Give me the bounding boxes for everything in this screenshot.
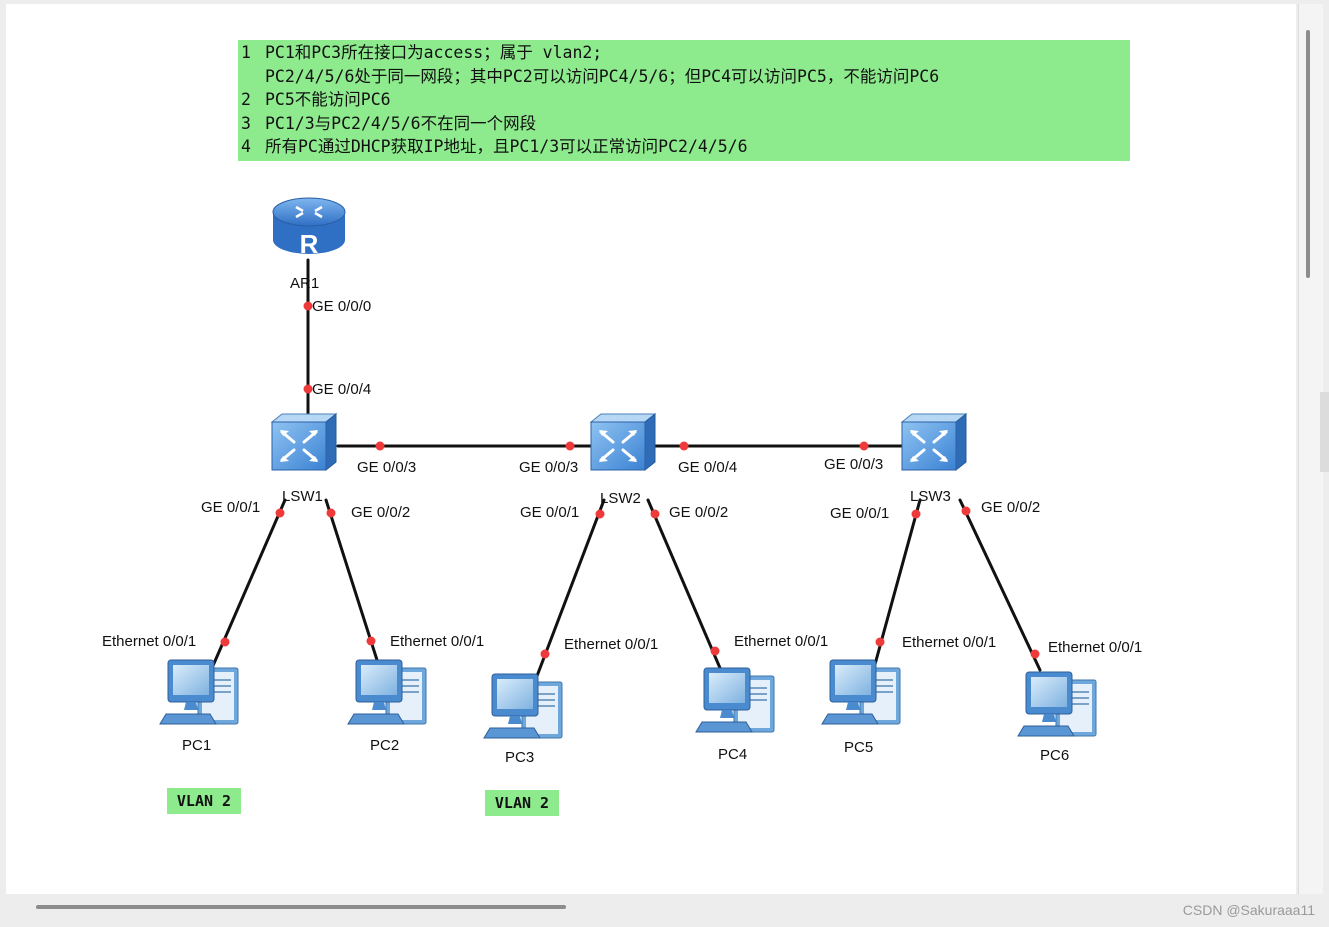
- port-dot-pc2-eth: [366, 636, 376, 646]
- port-label-lsw1-ge003: GE 0/0/3: [357, 459, 416, 476]
- port-label-lsw1-ge002: GE 0/0/2: [351, 504, 410, 521]
- port-dot-lsw2-ge002: [650, 509, 660, 519]
- port-dot-lsw2-ge001: [595, 509, 605, 519]
- port-label-ar1-ge000: GE 0/0/0: [312, 298, 371, 315]
- port-label-lsw1-ge001: GE 0/0/1: [201, 499, 260, 516]
- pc4-label: PC4: [718, 746, 747, 763]
- port-label-lsw3-ge002: GE 0/0/2: [981, 499, 1040, 516]
- port-dot-lsw2-ge003: [565, 441, 575, 451]
- watermark: CSDN @Sakuraaa11: [1182, 902, 1315, 918]
- port-label-lsw1-ge004: GE 0/0/4: [312, 381, 371, 398]
- pc1-label: PC1: [182, 737, 211, 754]
- horizontal-scrollbar-thumb[interactable]: [36, 905, 566, 909]
- port-dot-pc6-eth: [1030, 649, 1040, 659]
- pc3-icon[interactable]: [483, 673, 563, 739]
- port-dot-pc4-eth: [710, 646, 720, 656]
- pc5-label: PC5: [844, 739, 873, 756]
- vertical-scrollbar[interactable]: [1298, 4, 1323, 894]
- port-dot-lsw1-ge004: [303, 384, 313, 394]
- vlan-tag-pc1[interactable]: VLAN 2: [167, 788, 241, 814]
- lsw3-label: LSW3: [910, 488, 951, 505]
- pc2-label: PC2: [370, 737, 399, 754]
- port-label-lsw3-ge003: GE 0/0/3: [824, 456, 883, 473]
- lsw1-label: LSW1: [282, 488, 323, 505]
- port-label-pc3-eth: Ethernet 0/0/1: [564, 636, 658, 653]
- port-label-lsw2-ge003: GE 0/0/3: [519, 459, 578, 476]
- port-label-pc6-eth: Ethernet 0/0/1: [1048, 639, 1142, 656]
- port-dot-lsw1-ge001: [275, 508, 285, 518]
- port-dot-lsw3-ge003: [859, 441, 869, 451]
- port-dot-pc1-eth: [220, 637, 230, 647]
- port-dot-lsw3-ge001: [911, 509, 921, 519]
- note-line-1b: PC2/4/5/6处于同一网段；其中PC2可以访问PC4/5/6；但PC4可以访…: [265, 66, 940, 86]
- port-label-pc5-eth: Ethernet 0/0/1: [902, 634, 996, 651]
- router-ar1[interactable]: R: [272, 197, 346, 259]
- port-label-lsw3-ge001: GE 0/0/1: [830, 505, 889, 522]
- svg-text:R: R: [300, 229, 319, 259]
- router-icon: R: [272, 197, 346, 259]
- lsw2-label: LSW2: [600, 490, 641, 507]
- vlan-tag-pc3[interactable]: VLAN 2: [485, 790, 559, 816]
- port-dot-lsw1-ge002: [326, 508, 336, 518]
- port-label-pc4-eth: Ethernet 0/0/1: [734, 633, 828, 650]
- pc5-icon[interactable]: [821, 659, 901, 725]
- port-dot-lsw1-ge003: [375, 441, 385, 451]
- port-label-lsw2-ge004: GE 0/0/4: [678, 459, 737, 476]
- port-label-lsw2-ge002: GE 0/0/2: [669, 504, 728, 521]
- port-dot-lsw2-ge004: [679, 441, 689, 451]
- pc2-icon[interactable]: [347, 659, 427, 725]
- side-panel-handle[interactable]: [1320, 392, 1329, 472]
- port-label-lsw2-ge001: GE 0/0/1: [520, 504, 579, 521]
- port-dot-pc3-eth: [540, 649, 550, 659]
- switch-lsw2-icon[interactable]: [589, 412, 657, 472]
- link-lsw2-pc4[interactable]: [646, 498, 722, 670]
- link-lsw1-pc2[interactable]: [324, 498, 379, 662]
- port-dot-lsw3-ge002: [961, 506, 971, 516]
- pc6-label: PC6: [1040, 747, 1069, 764]
- pc6-icon[interactable]: [1017, 671, 1097, 737]
- port-dot-pc5-eth: [875, 637, 885, 647]
- link-lsw3-pc6[interactable]: [958, 498, 1042, 672]
- port-label-pc1-eth: Ethernet 0/0/1: [102, 633, 196, 650]
- ar1-label: AR1: [290, 275, 319, 292]
- vertical-scrollbar-thumb[interactable]: [1306, 30, 1310, 278]
- link-lsw2-pc3[interactable]: [535, 498, 606, 678]
- port-dot-ar1-ge000: [303, 301, 313, 311]
- pc4-icon[interactable]: [695, 667, 775, 733]
- switch-lsw1-icon[interactable]: [270, 412, 338, 472]
- switch-lsw3-icon[interactable]: [900, 412, 968, 472]
- pc1-icon[interactable]: [159, 659, 239, 725]
- pc3-label: PC3: [505, 749, 534, 766]
- port-label-pc2-eth: Ethernet 0/0/1: [390, 633, 484, 650]
